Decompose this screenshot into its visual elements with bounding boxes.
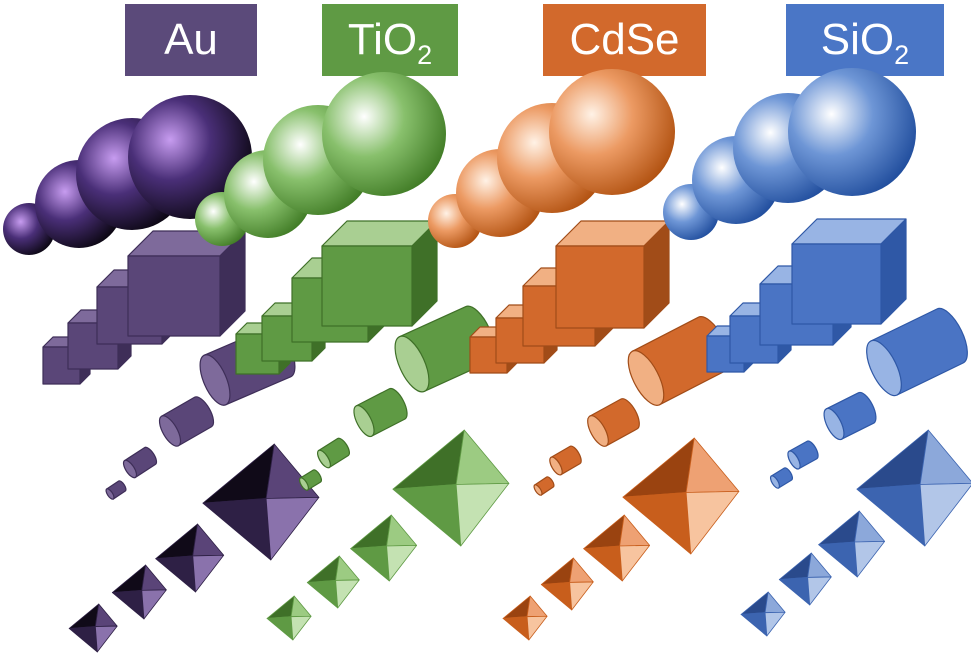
- nanocube-tio2-4: [321, 220, 438, 327]
- material-label-sio2-subscript: 2: [894, 39, 910, 70]
- material-label-au-text: Au: [164, 15, 218, 64]
- nanorod-cdse-1: [533, 476, 555, 496]
- nanorod-tio2-3: [353, 387, 408, 438]
- material-label-sio2-text: SiO: [820, 15, 895, 64]
- nanorod-sio2-4: [866, 307, 968, 397]
- octahedron-au-2: [111, 564, 167, 620]
- nanorod-tio2-1: [298, 469, 323, 491]
- octahedron-cdse-1: [502, 595, 548, 641]
- nanocube-au-4: [127, 230, 246, 337]
- material-label-cdse-text: CdSe: [569, 15, 680, 64]
- nanorod-au-2: [122, 446, 158, 479]
- nanorod-sio2-1: [769, 467, 794, 489]
- nanorod-cdse-3: [587, 398, 640, 447]
- octahedron-au-4: [202, 443, 320, 561]
- octahedron-au-1: [68, 603, 118, 653]
- nanorod-sio2-2: [787, 440, 819, 470]
- label-background-cdse: [543, 4, 706, 76]
- nanorod-sio2-3: [823, 391, 877, 441]
- octahedron-tio2-3: [350, 514, 418, 582]
- nanorod-cdse-2: [549, 445, 582, 476]
- nanosphere-cdse-4: [549, 69, 675, 195]
- label-background-au: [125, 4, 257, 76]
- nanosphere-tio2-4: [322, 72, 446, 196]
- nanorod-au-1: [105, 480, 127, 500]
- octahedron-sio2-1: [740, 591, 786, 637]
- label-background-sio2: [786, 4, 944, 76]
- material-label-tio2-subscript: 2: [417, 39, 433, 70]
- nanorod-tio2-2: [316, 437, 350, 469]
- octahedron-tio2-4: [392, 429, 510, 547]
- material-label-au: Au: [125, 4, 257, 76]
- octahedron-au-3: [155, 523, 225, 593]
- octahedron-sio2-3: [818, 510, 886, 578]
- octahedron-cdse-3: [583, 514, 651, 582]
- octahedron-sio2-2: [778, 552, 832, 606]
- nanorod-au-3: [158, 396, 215, 447]
- octahedron-cdse-4: [622, 437, 740, 555]
- material-label-tio2-text: TiO: [347, 15, 418, 64]
- octahedron-tio2-2: [306, 555, 360, 609]
- nanosphere-au-4: [128, 95, 252, 219]
- material-label-cdse: CdSe: [543, 4, 706, 76]
- nanocube-cdse-4: [555, 220, 670, 329]
- octahedron-tio2-1: [266, 595, 312, 641]
- nanosphere-sio2-4: [788, 68, 916, 196]
- label-background-tio2: [322, 4, 458, 76]
- octahedron-sio2-4: [856, 429, 971, 547]
- nanocube-sio2-4: [791, 218, 907, 325]
- octahedron-cdse-2: [540, 557, 594, 611]
